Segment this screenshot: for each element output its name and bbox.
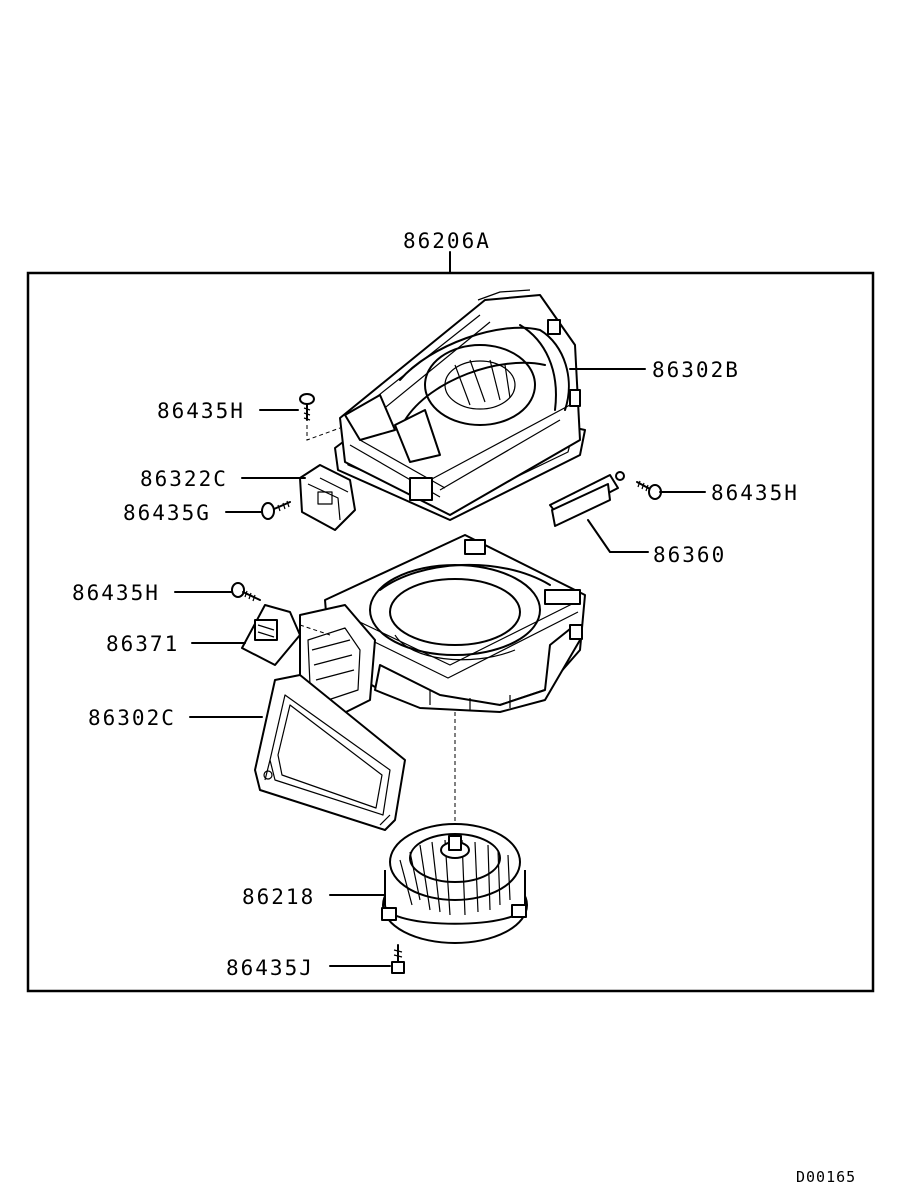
leader-sensor [587, 519, 649, 553]
screw-lower-left-drawing [231, 582, 261, 602]
assembly-label: 86206A [403, 229, 491, 253]
label-screw-right: 86435H [711, 481, 799, 505]
screw-right-drawing [636, 480, 662, 500]
upper-case-drawing [334, 289, 586, 521]
label-screw-upper-left: 86435H [157, 399, 245, 423]
screw-actuator-drawing [261, 500, 291, 520]
blower-fan-drawing [381, 823, 528, 944]
label-sensor: 86360 [653, 543, 726, 567]
actuator-drawing [299, 464, 356, 531]
resistor-drawing [241, 604, 331, 666]
lower-case-drawing [254, 534, 586, 831]
label-upper-case: 86302B [652, 358, 740, 382]
sensor-drawing [549, 471, 625, 527]
label-resistor: 86371 [106, 632, 179, 656]
label-actuator: 86322C [140, 467, 228, 491]
screw-upper-left-drawing [299, 393, 341, 441]
label-screw-bottom: 86435J [226, 956, 314, 980]
label-screw-actuator: 86435G [123, 501, 211, 525]
label-screw-lower-left: 86435H [72, 581, 160, 605]
screw-bottom-drawing [391, 944, 405, 974]
label-lower-case: 86302C [88, 706, 176, 730]
diagram-code: D00165 [796, 1168, 856, 1186]
label-blower-fan: 86218 [242, 885, 315, 909]
